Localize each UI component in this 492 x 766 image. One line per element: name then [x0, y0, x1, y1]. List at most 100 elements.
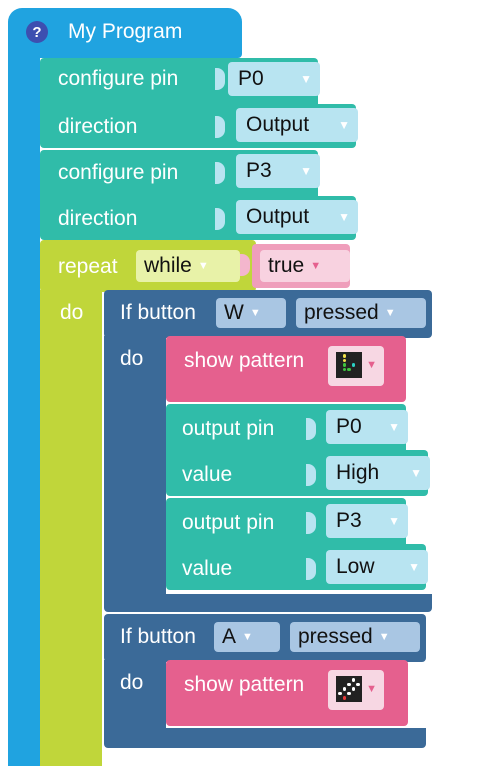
state-a-dropdown[interactable]: pressed ▼	[290, 622, 420, 652]
direction-dropdown-1[interactable]: Output ▼	[236, 108, 358, 142]
led-pixel	[342, 696, 347, 700]
led-pixel	[347, 682, 351, 687]
input-notch	[306, 418, 316, 440]
direction-value-1: Output	[246, 113, 310, 136]
led-pixel	[342, 682, 347, 687]
led-pixel	[347, 696, 351, 700]
button-w-dropdown[interactable]: W ▼	[216, 298, 286, 328]
led-pixel	[356, 354, 360, 358]
state-w-value: pressed	[304, 301, 379, 324]
led-pixel	[338, 678, 342, 682]
if-a-label: If button	[120, 625, 196, 648]
loop-mode-dropdown[interactable]: while ▼	[136, 250, 240, 282]
dropdown-caret-icon: ▼	[410, 466, 422, 480]
pin-dropdown-2[interactable]: P3 ▼	[236, 154, 320, 188]
led-pixel	[342, 691, 347, 696]
if-a-do-label: do	[120, 671, 144, 694]
button-w-value: W	[224, 301, 244, 324]
input-notch	[306, 464, 316, 486]
led-pixel	[351, 372, 356, 376]
pattern-dropdown-w[interactable]: ▼	[328, 346, 384, 386]
program-left-bar	[8, 40, 40, 766]
led-pixel	[347, 678, 351, 682]
led-pixel	[338, 358, 342, 363]
direction-label-1: direction	[58, 115, 138, 138]
output-pin-label-2: output pin	[182, 511, 275, 534]
led-pixel	[342, 363, 347, 367]
output-pin-dropdown-2[interactable]: P3 ▼	[326, 504, 408, 538]
led-pixel	[342, 678, 347, 682]
if-a-left-bar	[104, 660, 166, 732]
led-pixel	[347, 363, 351, 367]
input-notch	[215, 68, 225, 90]
repeat-do-label: do	[60, 301, 84, 324]
led-pixel	[338, 372, 342, 376]
led-pixel	[356, 687, 360, 691]
led-pixel	[347, 354, 351, 358]
led-pixel	[351, 678, 356, 682]
output-pin-value-2: P3	[336, 509, 362, 532]
led-pixel	[356, 691, 360, 696]
if-a-bottom-bar	[104, 728, 426, 748]
pin-value-1: P0	[238, 67, 264, 90]
led-pixel	[338, 367, 342, 372]
if-w-bottom-bar	[104, 594, 432, 612]
led-pixel	[356, 367, 360, 372]
led-pixel	[338, 687, 342, 691]
input-notch	[306, 512, 316, 534]
value-value-2: Low	[336, 555, 375, 578]
led-pixel	[342, 354, 347, 358]
dropdown-caret-icon: ▼	[300, 164, 312, 178]
led-pixel	[347, 367, 351, 372]
loop-mode-value: while	[144, 254, 192, 277]
led-pattern-icon	[336, 352, 362, 378]
if-w-label: If button	[120, 301, 196, 324]
dropdown-caret-icon: ▼	[388, 514, 400, 528]
value-dropdown-2[interactable]: Low ▼	[326, 550, 428, 584]
value-value-1: High	[336, 461, 380, 484]
dropdown-caret-icon: ▼	[310, 260, 322, 272]
state-w-dropdown[interactable]: pressed ▼	[296, 298, 426, 328]
output-pin-label-1: output pin	[182, 417, 275, 440]
value-dropdown-1[interactable]: High ▼	[326, 456, 430, 490]
led-pixel	[338, 354, 342, 358]
led-pixel	[351, 682, 356, 687]
condition-dropdown[interactable]: true ▼	[260, 250, 350, 282]
dropdown-caret-icon: ▼	[197, 260, 209, 272]
input-notch	[215, 208, 225, 230]
led-pixel	[347, 691, 351, 696]
led-pixel	[342, 358, 347, 363]
direction-label-2: direction	[58, 207, 138, 230]
configure-pin-label-2: configure pin	[58, 161, 179, 184]
led-pixel	[356, 358, 360, 363]
led-pixel	[351, 354, 356, 358]
program-title: My Program	[68, 20, 183, 43]
pattern-dropdown-a[interactable]: ▼	[328, 670, 384, 710]
led-pixel	[356, 363, 360, 367]
led-pixel	[351, 691, 356, 696]
led-pixel	[356, 678, 360, 682]
led-pixel	[351, 358, 356, 363]
help-icon-symbol: ?	[32, 23, 42, 41]
if-w-left-bar	[104, 336, 166, 596]
help-icon[interactable]: ?	[26, 21, 48, 43]
pin-dropdown-1[interactable]: P0 ▼	[228, 62, 320, 96]
condition-value: true	[268, 254, 305, 277]
led-pixel	[342, 372, 347, 376]
output-pin-dropdown-1[interactable]: P0 ▼	[326, 410, 408, 444]
button-a-value: A	[222, 625, 237, 648]
led-pixel	[342, 687, 347, 691]
dropdown-caret-icon: ▼	[366, 359, 377, 371]
value-label-1: value	[182, 463, 233, 486]
led-pixel	[351, 696, 356, 700]
button-a-dropdown[interactable]: A ▼	[214, 622, 280, 652]
input-notch	[240, 254, 250, 276]
if-w-do-label: do	[120, 347, 144, 370]
direction-dropdown-2[interactable]: Output ▼	[236, 200, 358, 234]
led-pixel	[338, 682, 342, 687]
led-pixel	[342, 367, 347, 372]
state-a-value: pressed	[298, 625, 373, 648]
led-pixel	[338, 363, 342, 367]
led-pixel	[347, 358, 351, 363]
input-notch	[215, 162, 225, 184]
